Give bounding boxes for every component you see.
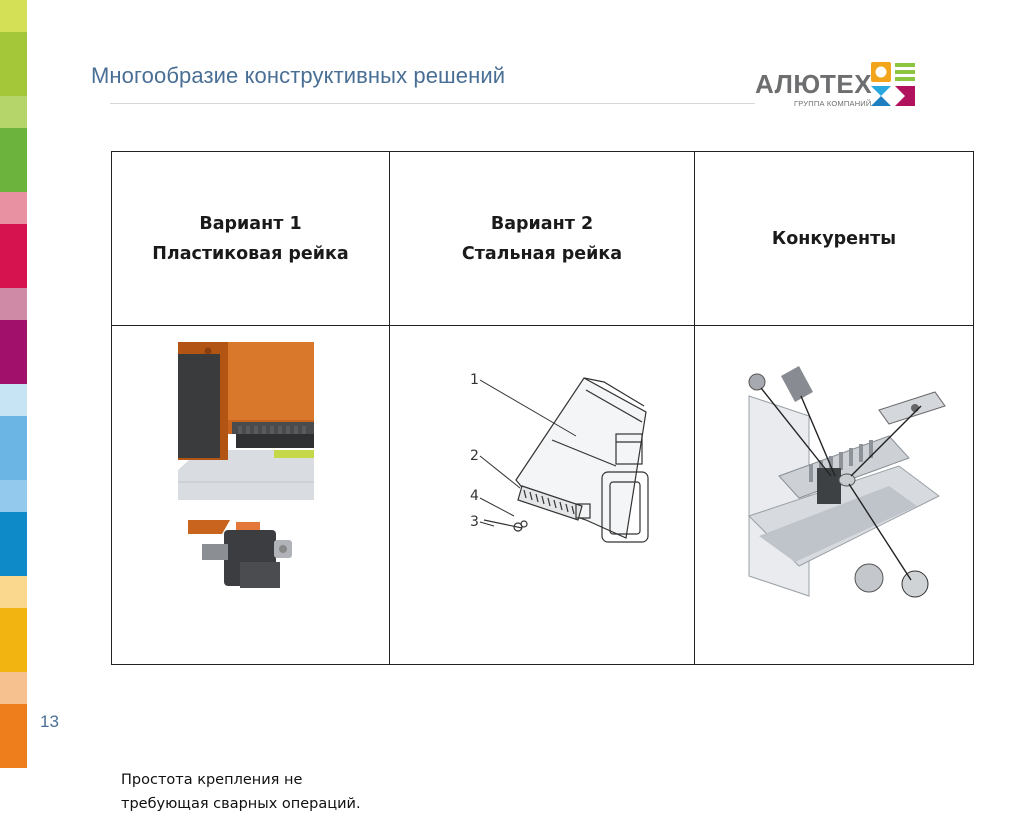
stripe-segment: [0, 704, 27, 768]
title-divider: [110, 103, 755, 104]
note-line-2: требующая сварных операций.: [121, 796, 361, 812]
logo-mark-icon: [871, 62, 915, 106]
stripe-segment: [0, 608, 27, 672]
table-body-row: Простота крепления не требующая сварных …: [111, 325, 974, 812]
variant-1-subtitle: Пластиковая рейка: [152, 243, 349, 264]
stripe-segment: [0, 96, 27, 128]
stripe-segment: [0, 384, 27, 416]
page-number: 13: [40, 712, 59, 731]
company-logo: АЛЮТЕХ ГРУППА КОМПАНИЙ: [755, 60, 925, 110]
stripe-segment: [0, 0, 27, 32]
callout-3: 3: [470, 514, 479, 530]
competitors-title: Конкуренты: [771, 228, 897, 249]
side-color-stripe: [0, 0, 27, 768]
stripe-segment: [0, 224, 27, 288]
stripe-segment: [0, 512, 27, 576]
header-cell-variant-2: Вариант 2 Стальная рейка: [389, 151, 695, 326]
table-header-row: Вариант 1 Пластиковая рейка Вариант 2 Ст…: [111, 151, 974, 326]
stripe-segment: [0, 128, 27, 192]
cell-competitors: [694, 325, 974, 665]
variant-2-subtitle: Стальная рейка: [461, 243, 623, 264]
competitor-rack-3d-image: [748, 366, 946, 598]
cell-plastic-rack: Простота крепления не требующая сварных …: [111, 325, 390, 812]
note-line-1: Простота крепления не: [121, 772, 303, 788]
slide-title: Многообразие конструктивных решений: [91, 63, 506, 88]
stripe-segment: [0, 416, 27, 480]
stripe-segment: [0, 192, 27, 224]
stripe-segment: [0, 288, 27, 320]
stripe-segment: [0, 576, 27, 608]
variant-2-title: Вариант 2: [490, 213, 594, 234]
fastening-note: Простота крепления не требующая сварных …: [121, 768, 391, 816]
cell-steel-rack: 1 2 4 3: [389, 325, 695, 665]
comparison-table: Вариант 1 Пластиковая рейка Вариант 2 Ст…: [111, 151, 974, 812]
header-cell-competitors: Конкуренты: [694, 151, 974, 326]
logo-wordmark: АЛЮТЕХ: [755, 69, 873, 99]
rack-fastener-image: [188, 520, 292, 588]
callout-1: 1: [470, 372, 479, 388]
logo-subtitle: ГРУППА КОМПАНИЙ: [794, 99, 872, 108]
stripe-segment: [0, 672, 27, 704]
stripe-segment: [0, 480, 27, 512]
callout-4: 4: [470, 488, 479, 504]
stripe-segment: [0, 320, 27, 384]
variant-1-title: Вариант 1: [199, 213, 302, 234]
steel-rack-technical-drawing: 1 2 4 3: [470, 372, 649, 543]
plastic-rack-3d-image: [178, 342, 314, 500]
stripe-segment: [0, 32, 27, 96]
header-cell-variant-1: Вариант 1 Пластиковая рейка: [111, 151, 390, 326]
callout-2: 2: [470, 448, 479, 464]
